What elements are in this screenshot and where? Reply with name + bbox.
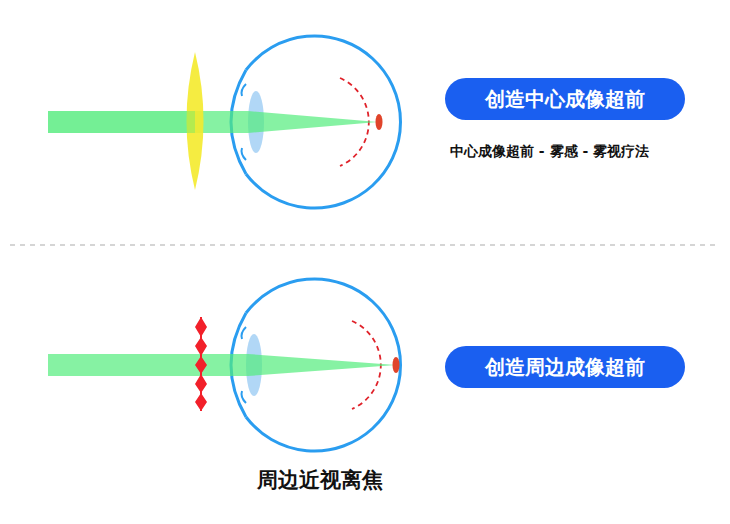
pill-button: 创造中心成像超前 (445, 78, 685, 120)
bottom-eye (48, 279, 400, 451)
note-text: 中心成像超前 - 雾感 - 雾视疗法 (450, 143, 649, 161)
divider-line (10, 244, 720, 246)
pill-text: 创造周边成像超前 (485, 354, 645, 381)
caption-label: 周边近视离焦 (257, 466, 383, 494)
pill-text: 创造中心成像超前 (485, 86, 645, 113)
top-eye (48, 36, 400, 208)
pill-button: 创造周边成像超前 (445, 346, 685, 388)
